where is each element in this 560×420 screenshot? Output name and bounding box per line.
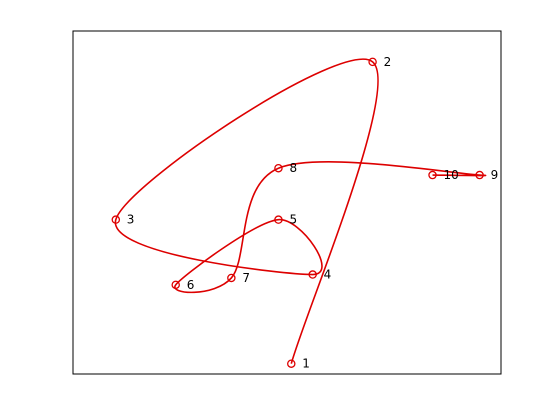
data-point-7 — [227, 273, 236, 283]
data-point-4 — [308, 270, 317, 279]
point-label-4: 4 — [324, 268, 332, 282]
data-point-2 — [368, 57, 377, 67]
point-label-8: 8 — [289, 161, 297, 175]
point-label-9: 9 — [491, 168, 499, 182]
marker-layer — [111, 57, 484, 368]
point-label-7: 7 — [242, 271, 250, 285]
data-point-6 — [171, 280, 180, 290]
point-label-5: 5 — [289, 213, 297, 227]
point-label-2: 2 — [384, 55, 392, 69]
label-layer: 1 2 3 4 5 6 7 8 9 10 — [127, 55, 498, 371]
data-point-3 — [111, 215, 121, 224]
plot-frame — [72, 30, 502, 375]
point-label-1: 1 — [302, 357, 310, 371]
data-point-10 — [428, 170, 437, 180]
point-label-3: 3 — [127, 213, 135, 227]
point-label-6: 6 — [187, 278, 195, 292]
data-point-1 — [287, 359, 296, 368]
data-point-5 — [274, 215, 283, 224]
data-point-9 — [475, 170, 484, 180]
point-label-10: 10 — [444, 168, 459, 182]
data-point-8 — [274, 163, 283, 173]
